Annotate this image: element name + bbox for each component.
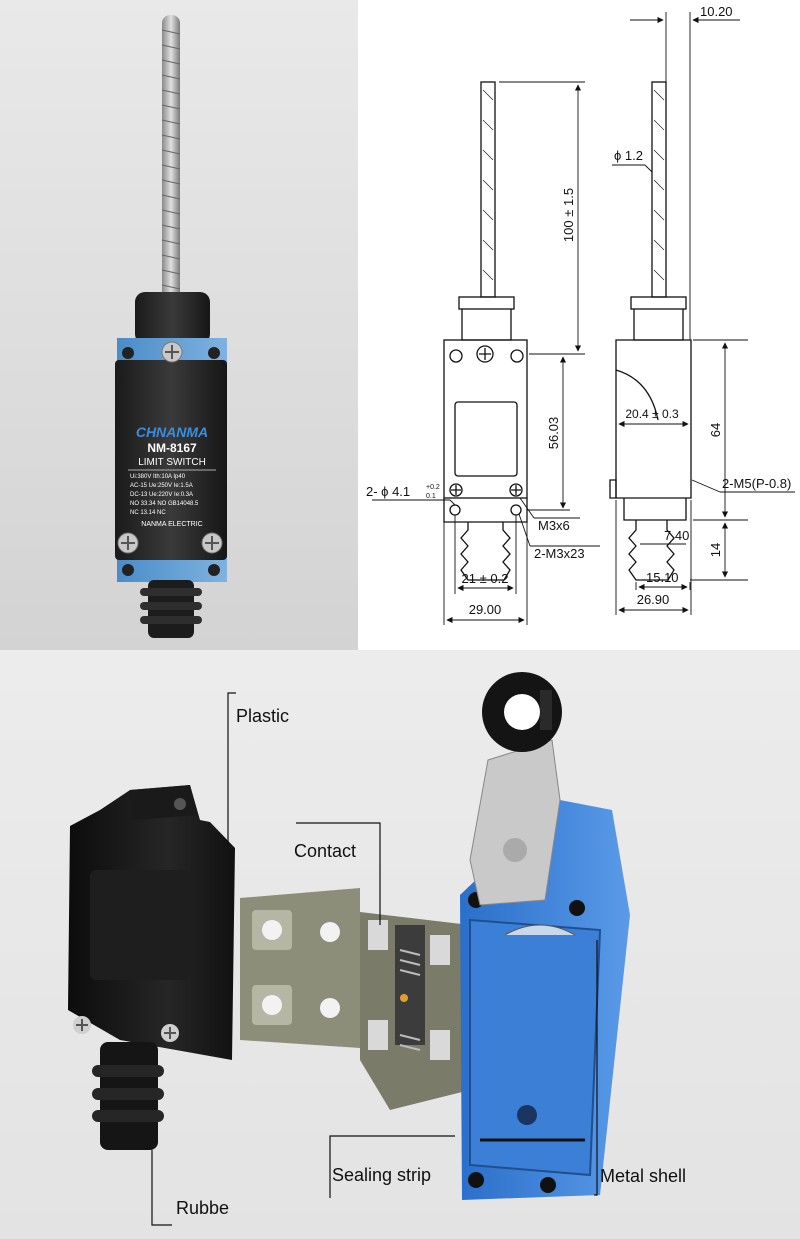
type-label: LIMIT SWITCH: [138, 457, 206, 468]
mount-hole-icon: [122, 564, 134, 576]
plunger-head: [135, 292, 210, 344]
dim-boot-height: 14: [708, 543, 723, 557]
label-contact: Contact: [294, 841, 356, 861]
spec-line: NO 33.34 NO GB14048.5: [130, 501, 199, 507]
label-sealing-strip: Sealing strip: [332, 1165, 431, 1185]
dim-hole-pitch: 21 ± 0.2: [462, 571, 509, 586]
spec-line: AC-15 Ue:250V Ie:1.5A: [130, 483, 193, 489]
dim-hole-spec: 2- ϕ 4.1: [366, 484, 410, 499]
brand-label: CHNANMA: [136, 424, 208, 440]
dimension-drawing: 100 ± 1.5 56.03 2- ϕ 4.1 +0.2 0.1 M3x6 2…: [358, 0, 800, 650]
exploded-view: Plastic Contact Sealing strip Metal shel…: [0, 650, 800, 1239]
front-body: [443, 339, 528, 499]
spec-line: NC 13.14 NC: [130, 510, 166, 516]
dim-body-height: 56.03: [546, 417, 561, 450]
dim-rod-diameter: ϕ 1.2: [614, 148, 643, 163]
label-plastic: Plastic: [236, 706, 289, 726]
mount-hole-icon: [208, 347, 220, 359]
dim-hole-tol-upper: +0.2: [426, 484, 440, 491]
limit-switch-photo: CHNANMA NM-8167 LIMIT SWITCH Ui:380V Ith…: [115, 15, 227, 638]
dim-side-height: 64: [708, 423, 723, 437]
label-rubber: Rubbe: [176, 1198, 229, 1218]
maker-label: NANMA ELECTRIC: [141, 521, 202, 528]
mount-hole-icon: [208, 564, 220, 576]
exploded-view-svg: Plastic Contact Sealing strip Metal shel…: [68, 672, 686, 1226]
rubber-boot-exploded: [92, 1042, 164, 1150]
dim-screw-b: 2-M3x23: [534, 546, 585, 561]
roller-lever: [469, 672, 562, 906]
dim-rod-length: 100 ± 1.5: [561, 188, 576, 242]
spec-line: Ui:380V Ith:10A Ip40: [130, 474, 186, 480]
front-boot: [460, 522, 511, 581]
side-body: [615, 339, 692, 499]
spec-line: DC-13 Ue:220V Ie:0.3A: [130, 492, 193, 498]
dim-boot-width: 15.10: [646, 570, 679, 585]
label-metal-shell: Metal shell: [600, 1166, 686, 1186]
spring-rod: [162, 15, 180, 315]
model-label: NM-8167: [147, 441, 197, 455]
dim-screw-a: M3x6: [538, 518, 570, 533]
dimension-drawing-svg: 100 ± 1.5 56.03 2- ϕ 4.1 +0.2 0.1 M3x6 2…: [366, 4, 795, 625]
dim-front-width: 29.00: [469, 602, 502, 617]
dim-plunger-offset: 7.40: [664, 528, 689, 543]
product-photo: CHNANMA NM-8167 LIMIT SWITCH Ui:380V Ith…: [0, 0, 358, 650]
contact-block: [240, 888, 470, 1110]
dim-hole-tol-lower: 0.1: [426, 493, 436, 500]
dim-top-offset: 10.20: [700, 4, 733, 19]
switch-body: [115, 360, 227, 560]
mount-hole-icon: [122, 347, 134, 359]
dim-side-width: 26.90: [637, 592, 670, 607]
dim-thread-spec: 2-M5(P-0.8): [722, 476, 791, 491]
plastic-cover: [68, 785, 235, 1060]
dim-mount-depth: 20.4 ± 0.3: [625, 407, 679, 421]
side-boot: [628, 520, 675, 581]
